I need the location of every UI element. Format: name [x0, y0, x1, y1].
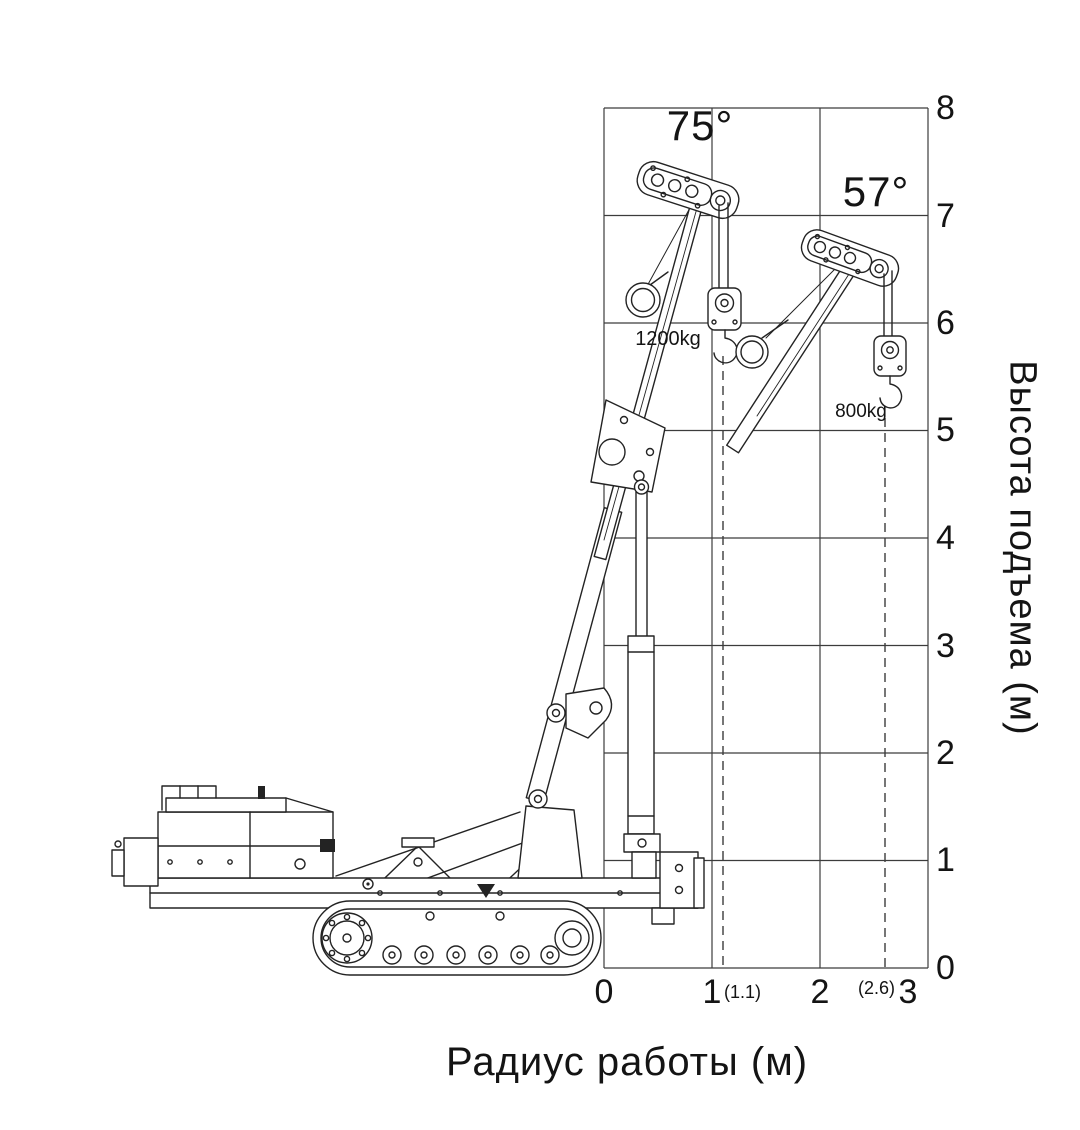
sheave-head-57 [800, 229, 900, 287]
y-tick-0: 0 [936, 949, 955, 987]
luffing-cylinder [623, 479, 661, 879]
articulation-plate [590, 399, 666, 493]
idler-wheel [554, 920, 590, 956]
crawler-track [312, 900, 602, 976]
hook-57 [879, 375, 903, 409]
y-tick-4: 4 [936, 519, 955, 557]
x-axis-title: Радиус работы (м) [445, 1040, 809, 1084]
hook-block-75 [707, 202, 742, 364]
radius-mark-1-1: (1.1) [724, 982, 762, 1002]
y-axis-title: Высота подъема (м) [1001, 360, 1044, 736]
drive-sprocket [321, 912, 373, 964]
x-tick-3: 3 [898, 973, 918, 1011]
boom-head-57 [726, 229, 907, 454]
upper-body [111, 785, 335, 887]
capacity-800kg-label: 800kg [835, 401, 887, 422]
crane-side-view [111, 193, 706, 976]
chassis-deck [149, 851, 705, 925]
y-tick-3: 3 [936, 627, 955, 665]
boom-angle-75-label: 75° [666, 102, 734, 149]
boom-angle-57-label: 57° [842, 168, 910, 215]
radius-mark-2-6: (2.6) [858, 978, 896, 998]
x-tick-2: 2 [810, 973, 830, 1011]
y-tick-6: 6 [936, 304, 955, 342]
sheave-head-75 [636, 160, 740, 220]
hook-75 [713, 329, 738, 364]
y-tick-2: 2 [936, 734, 955, 772]
hook-block-57 [873, 270, 907, 409]
boom-foot [517, 789, 583, 879]
y-tick-5: 5 [936, 411, 955, 449]
y-tick-1: 1 [936, 841, 955, 879]
x-tick-0: 0 [594, 973, 614, 1011]
x-tick-1: 1 [702, 973, 722, 1011]
y-tick-8: 8 [936, 89, 955, 127]
mid-boom-bracket [546, 687, 613, 739]
boom-head-75 [625, 160, 742, 364]
dashed-radius-lines [722, 356, 886, 968]
capacity-1200kg-label: 1200kg [635, 328, 701, 350]
y-tick-7: 7 [936, 197, 955, 235]
